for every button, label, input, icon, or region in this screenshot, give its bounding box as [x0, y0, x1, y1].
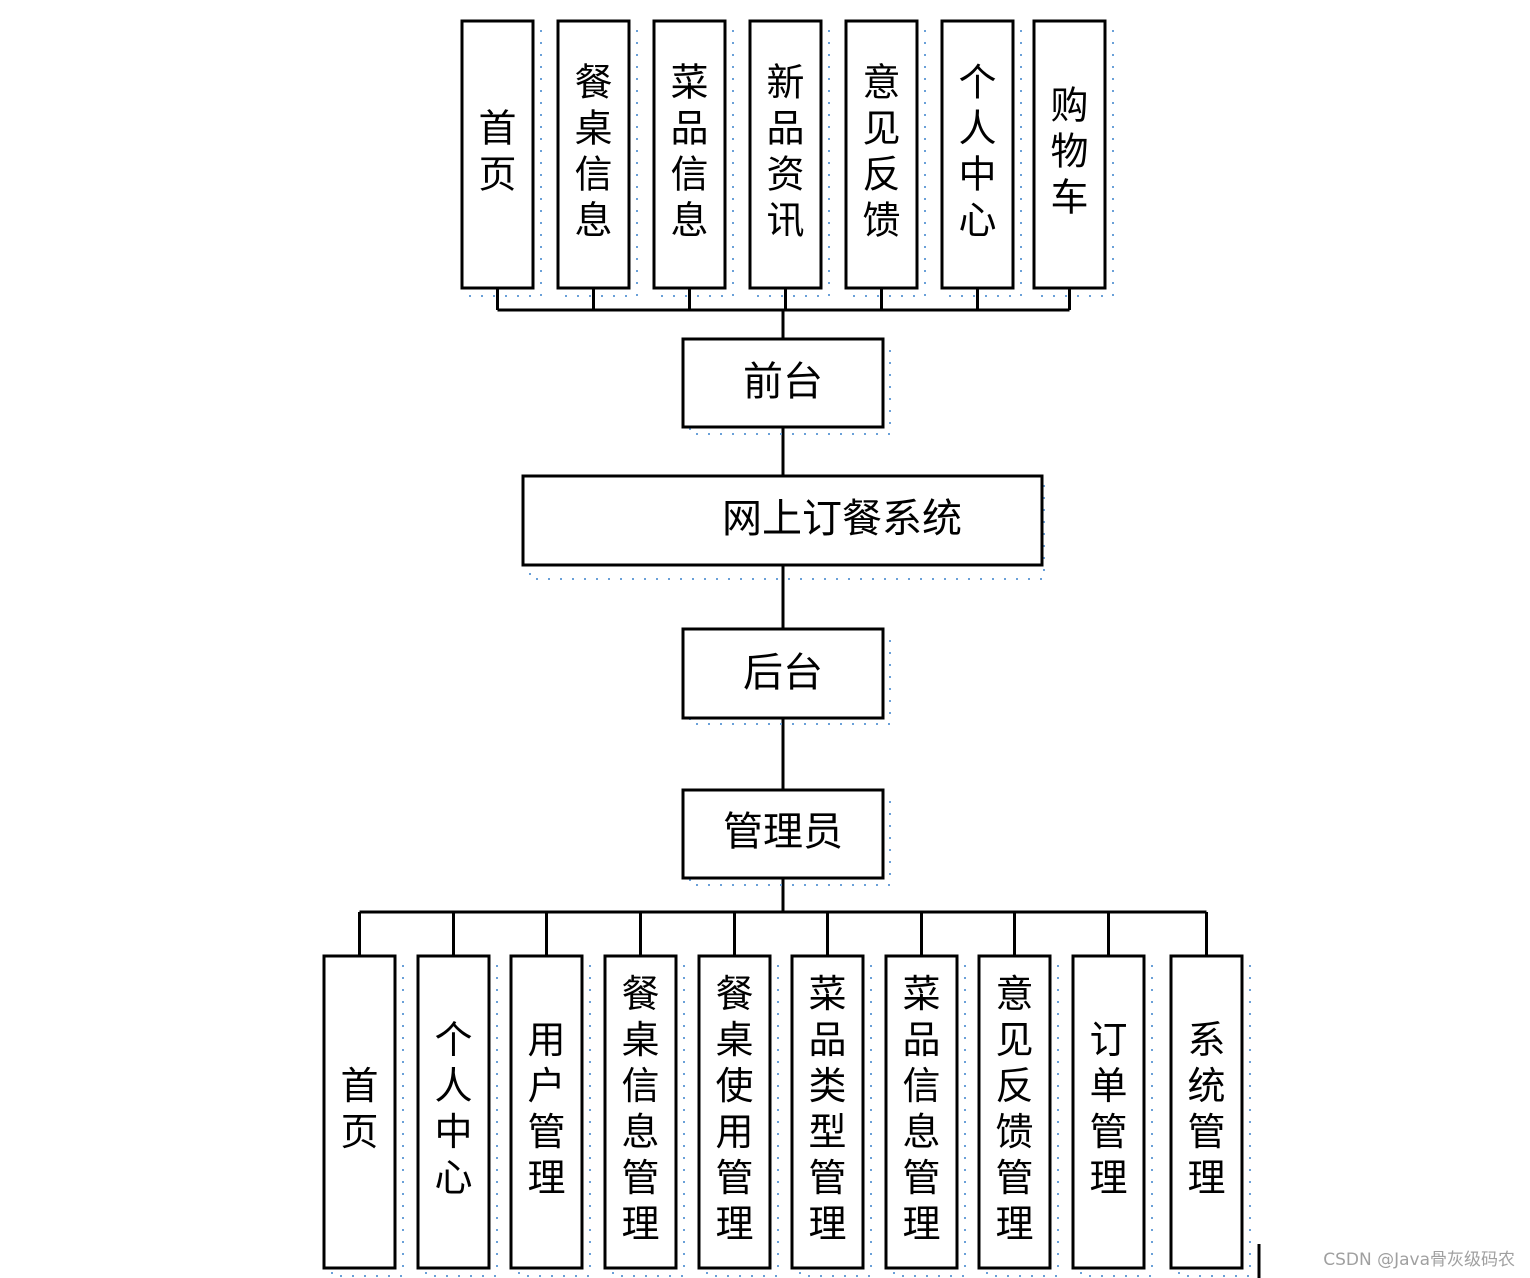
watermark: CSDN @Java骨灰级码农: [1323, 1250, 1515, 1270]
front-label: 前台: [743, 359, 823, 405]
front-module-label: 意见反馈: [862, 60, 900, 242]
admin-node: 管理员: [681, 788, 891, 886]
front-module-label: 购物车: [1050, 83, 1088, 219]
back-module-label: 菜品类型管理: [808, 972, 846, 1246]
back-module-box: 首页: [322, 954, 404, 1277]
back-module-box: 意见反馈管理: [977, 954, 1059, 1277]
back-module-label: 首页: [340, 1064, 378, 1154]
back-module-box: 餐桌使用管理: [697, 954, 779, 1277]
back-module-box: 菜品类型管理: [790, 954, 872, 1277]
front-node: 前台: [681, 337, 891, 435]
back-module-label: 餐桌使用管理: [715, 972, 753, 1246]
back-module-box: 个人中心: [416, 954, 498, 1277]
back-module-label: 用户管理: [527, 1018, 565, 1200]
back-module-label: 个人中心: [434, 1018, 472, 1200]
back-module-box: 用户管理: [509, 954, 591, 1277]
back-label: 后台: [743, 650, 823, 696]
front-module-label: 餐桌信息: [574, 60, 612, 242]
front-module-box: 个人中心: [940, 19, 1022, 297]
front-module-box: 新品资讯: [748, 19, 830, 297]
back-module-label: 菜品信息管理: [902, 972, 940, 1246]
connector-lines: [358, 288, 1208, 956]
back-module-label: 餐桌信息管理: [621, 972, 659, 1246]
back-module-group: 首页 个人中心 用户管理 餐桌信息管理 餐桌使用管理 菜品类型管理 菜品信息管理 意见反馈管理…: [322, 954, 1251, 1277]
front-module-box: 菜品信息: [652, 19, 734, 297]
back-module-box: 餐桌信息管理: [603, 954, 685, 1277]
front-module-label: 首页: [478, 106, 516, 196]
front-module-label: 个人中心: [958, 60, 996, 242]
back-module-label: 意见反馈管理: [995, 972, 1033, 1246]
back-module-label: 订单管理: [1089, 1018, 1127, 1200]
front-module-box: 餐桌信息: [556, 19, 638, 297]
front-module-box: 意见反馈: [844, 19, 926, 297]
front-module-label: 新品资讯: [766, 60, 804, 242]
back-module-label: 系统管理: [1187, 1018, 1225, 1200]
back-module-box: 菜品信息管理: [884, 954, 966, 1277]
root-node: 网上订餐系统: [521, 474, 1045, 580]
front-module-label: 菜品信息: [670, 60, 708, 242]
back-node: 后台: [681, 627, 891, 725]
front-module-group: 首页 餐桌信息 菜品信息 新品资讯 意见反馈 个人中心 购物车: [460, 19, 1114, 297]
front-module-box: 首页: [460, 19, 542, 297]
front-module-box: 购物车: [1032, 19, 1114, 297]
back-module-box: 订单管理: [1071, 954, 1153, 1277]
root-label: 网上订餐系统: [722, 496, 962, 542]
admin-label: 管理员: [723, 809, 843, 855]
back-module-box: 系统管理: [1169, 954, 1251, 1277]
